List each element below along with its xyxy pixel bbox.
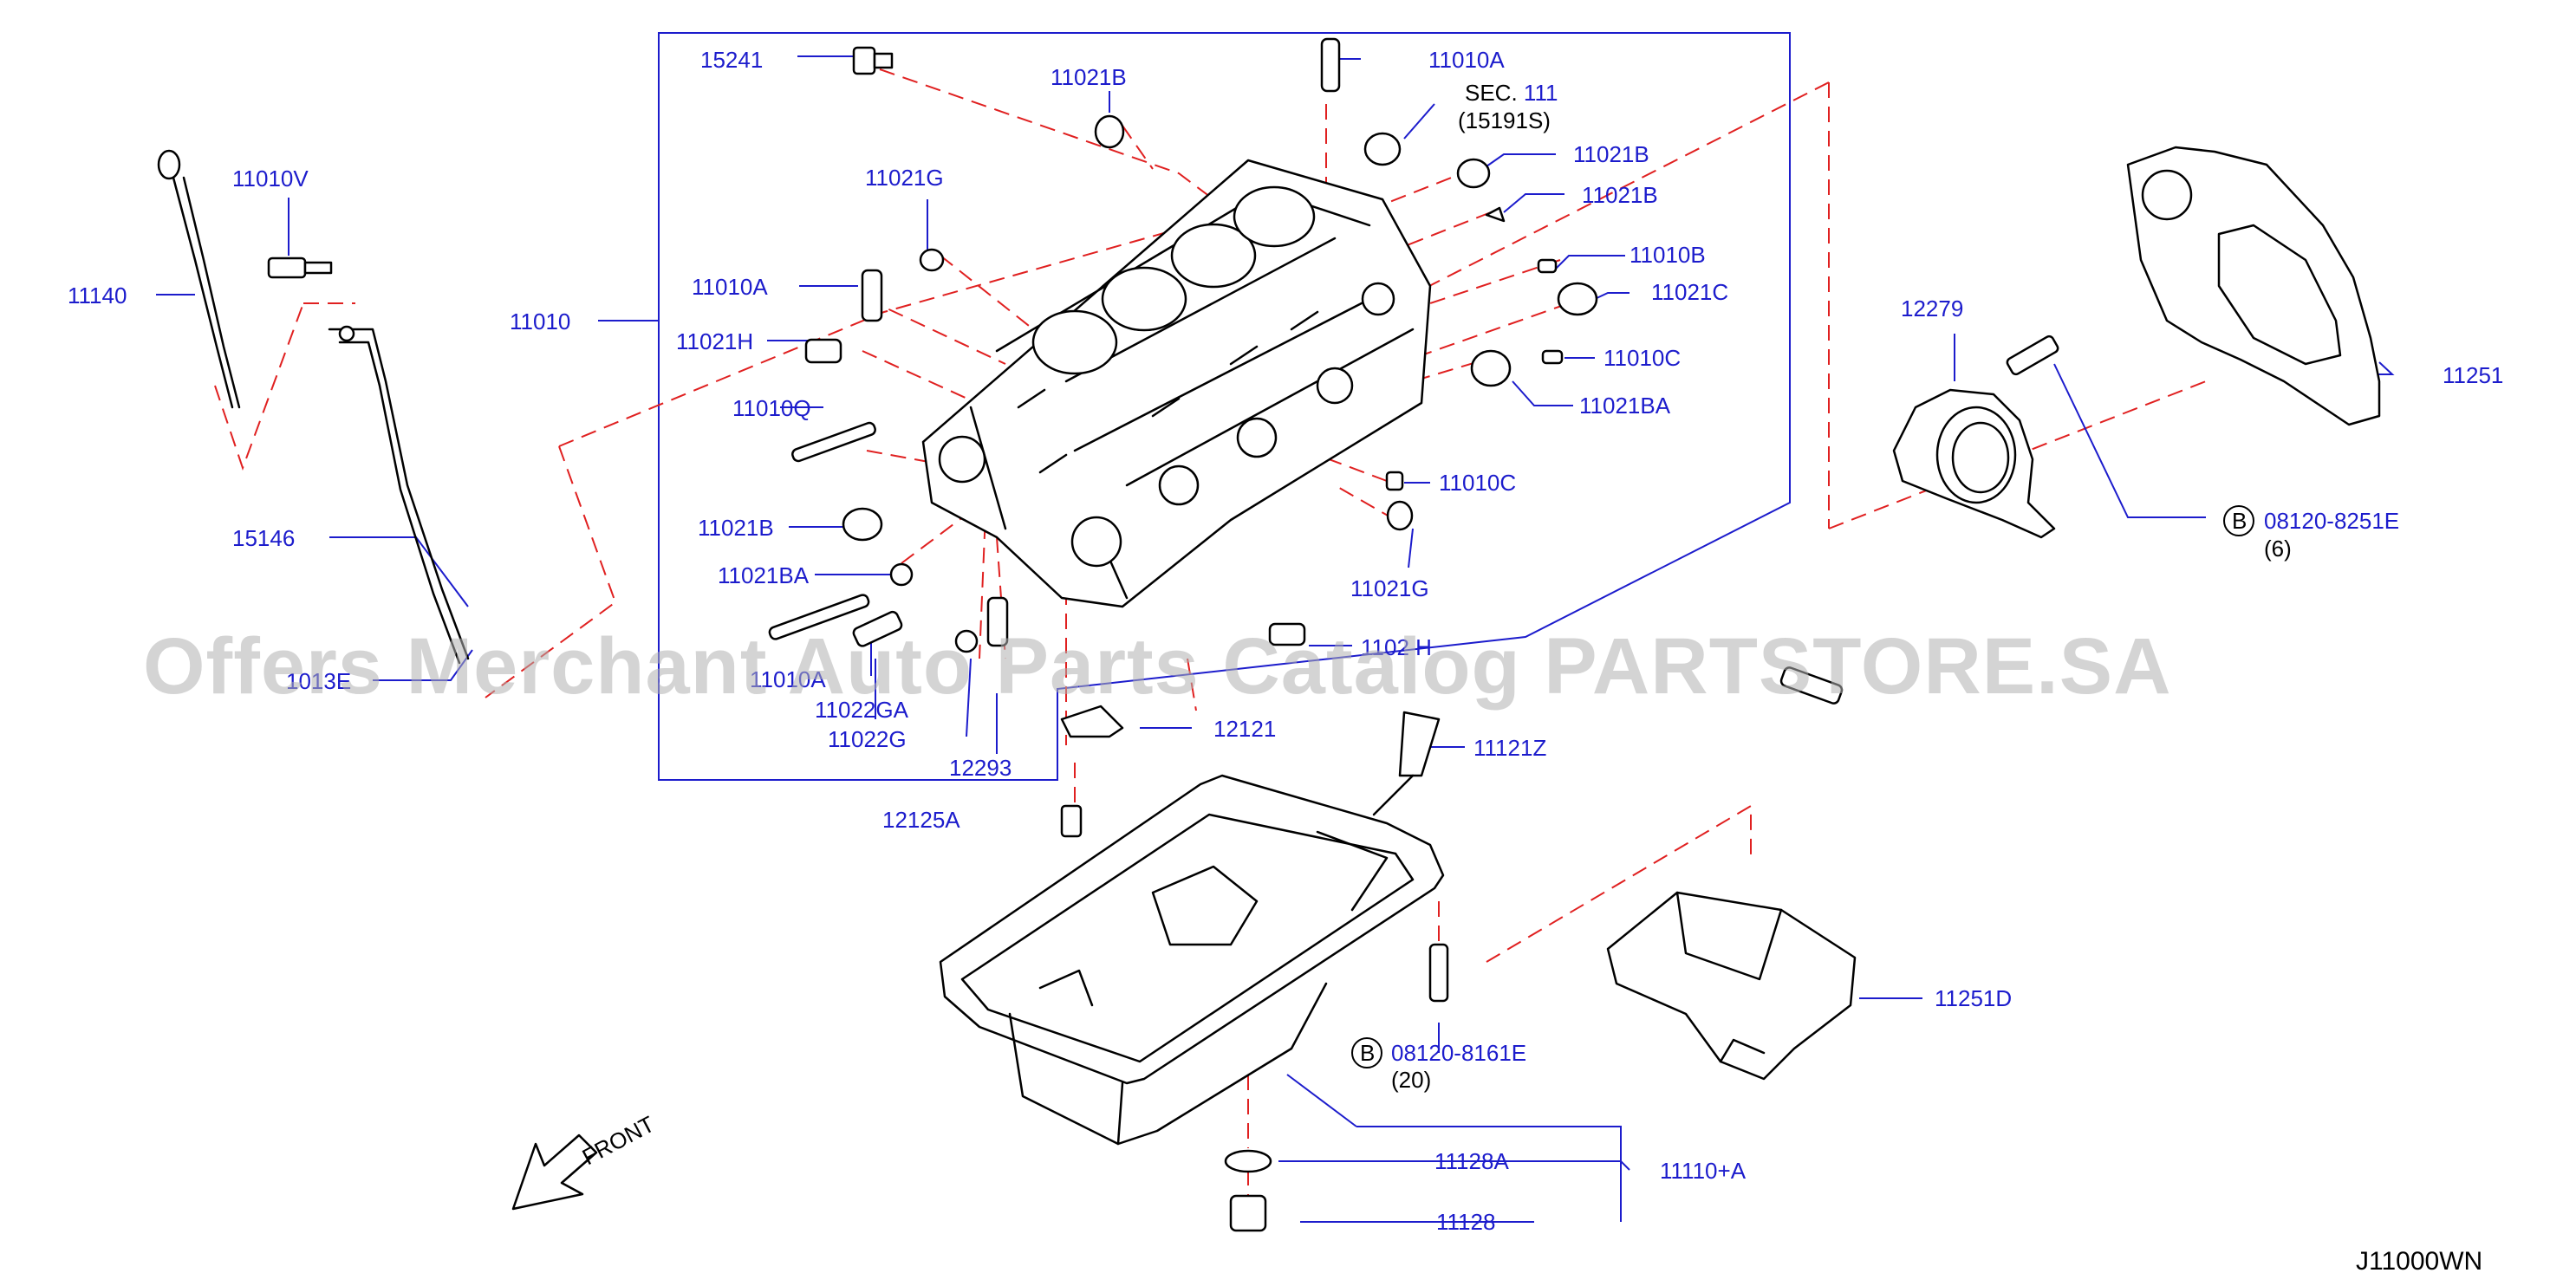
- oil-pan: [939, 774, 1445, 1146]
- callout-12125a[interactable]: 12125A: [882, 807, 960, 833]
- callout-11021b-r2[interactable]: 11021B: [1582, 182, 1658, 208]
- cylinder-block-group-frame: [658, 32, 1791, 781]
- callout-11010c-r[interactable]: 11010C: [1603, 345, 1681, 371]
- callout-12293[interactable]: 12293: [949, 755, 1012, 781]
- callout-11128a[interactable]: 11128A: [1434, 1148, 1509, 1174]
- callout-12121[interactable]: 12121: [1213, 716, 1276, 742]
- oil-dipstick: [157, 149, 241, 409]
- callout-sec-111[interactable]: SEC. 111: [1465, 80, 1558, 106]
- callout-11021h[interactable]: 11021H: [676, 328, 753, 354]
- circle-b-icon: [1351, 1037, 1382, 1068]
- callout-08120-8251e[interactable]: 08120-8251E: [2264, 508, 2399, 534]
- callout-11110a[interactable]: 11110+A: [1660, 1158, 1747, 1184]
- callout-11021g-low[interactable]: 11021G: [1350, 575, 1429, 601]
- callout-11021ba-r[interactable]: 11021BA: [1579, 393, 1671, 419]
- baffle-plate: [1606, 891, 1857, 1081]
- circle-b-letter: B: [2232, 508, 2247, 534]
- callout-12279[interactable]: 12279: [1901, 296, 1963, 322]
- callout-08120-8161e-qty: (20): [1391, 1067, 1431, 1093]
- callout-11021c[interactable]: 11021C: [1651, 279, 1728, 305]
- callout-15146[interactable]: 15146: [232, 525, 295, 551]
- dipstick-tube: [328, 325, 470, 665]
- callout-08120-8161e[interactable]: 08120-8161E: [1391, 1040, 1526, 1066]
- front-label: FRONT: [578, 1111, 659, 1171]
- callout-11021b-left[interactable]: 11021B: [698, 515, 774, 541]
- callout-11010a-mid[interactable]: 11010A: [692, 274, 768, 300]
- rear-plate: [2126, 146, 2381, 426]
- callout-11010a-low[interactable]: 11010A: [750, 666, 826, 692]
- circle-b-icon: [2223, 505, 2254, 536]
- callout-11010c-low[interactable]: 11010C: [1439, 470, 1516, 496]
- callout-sec-sub: (15191S): [1458, 107, 1551, 133]
- callout-11010a-top[interactable]: 11010A: [1428, 47, 1505, 73]
- callout-1102h[interactable]: 1102 H: [1361, 634, 1432, 660]
- rear-oil-seal-retainer: [1892, 388, 2056, 539]
- callout-15241[interactable]: 15241: [700, 47, 763, 73]
- cylinder-block: [921, 159, 1432, 608]
- callout-11010b[interactable]: 11010B: [1630, 242, 1706, 268]
- hardware-parts: [267, 37, 2059, 1232]
- callout-11140[interactable]: 11140: [68, 283, 127, 309]
- callout-11128[interactable]: 11128: [1436, 1209, 1495, 1235]
- callout-11021g-top[interactable]: 11021G: [865, 165, 944, 191]
- callout-11121z[interactable]: 11121Z: [1473, 735, 1546, 761]
- callout-08120-8251e-qty: (6): [2264, 536, 2292, 562]
- callout-labels: 15241 11021B 11010A SEC. 111 (15191S) 11…: [68, 47, 2503, 1235]
- callout-11021b-r1[interactable]: 11021B: [1573, 141, 1649, 167]
- circle-b-letter: B: [1360, 1040, 1375, 1066]
- callout-11010[interactable]: 11010: [510, 309, 570, 334]
- callout-11021ba-left[interactable]: 11021BA: [718, 562, 810, 588]
- watermark: Offers Merchant Auto Parts Catalog PARTS…: [143, 622, 2172, 711]
- callout-1013e[interactable]: 1013E: [286, 668, 351, 694]
- callout-11010v[interactable]: 11010V: [232, 166, 309, 192]
- front-arrow-icon: [511, 1133, 598, 1211]
- diagram-code: J11000WN: [2356, 1247, 2482, 1276]
- callout-11251[interactable]: 11251: [2443, 362, 2503, 388]
- callout-11022g[interactable]: 11022G: [828, 726, 907, 752]
- callout-11010q[interactable]: 11010Q: [732, 395, 811, 421]
- callout-11021b-top[interactable]: 11021B: [1051, 64, 1127, 90]
- callout-11022ga[interactable]: 11022GA: [815, 697, 909, 723]
- callout-11251d[interactable]: 11251D: [1935, 985, 2012, 1011]
